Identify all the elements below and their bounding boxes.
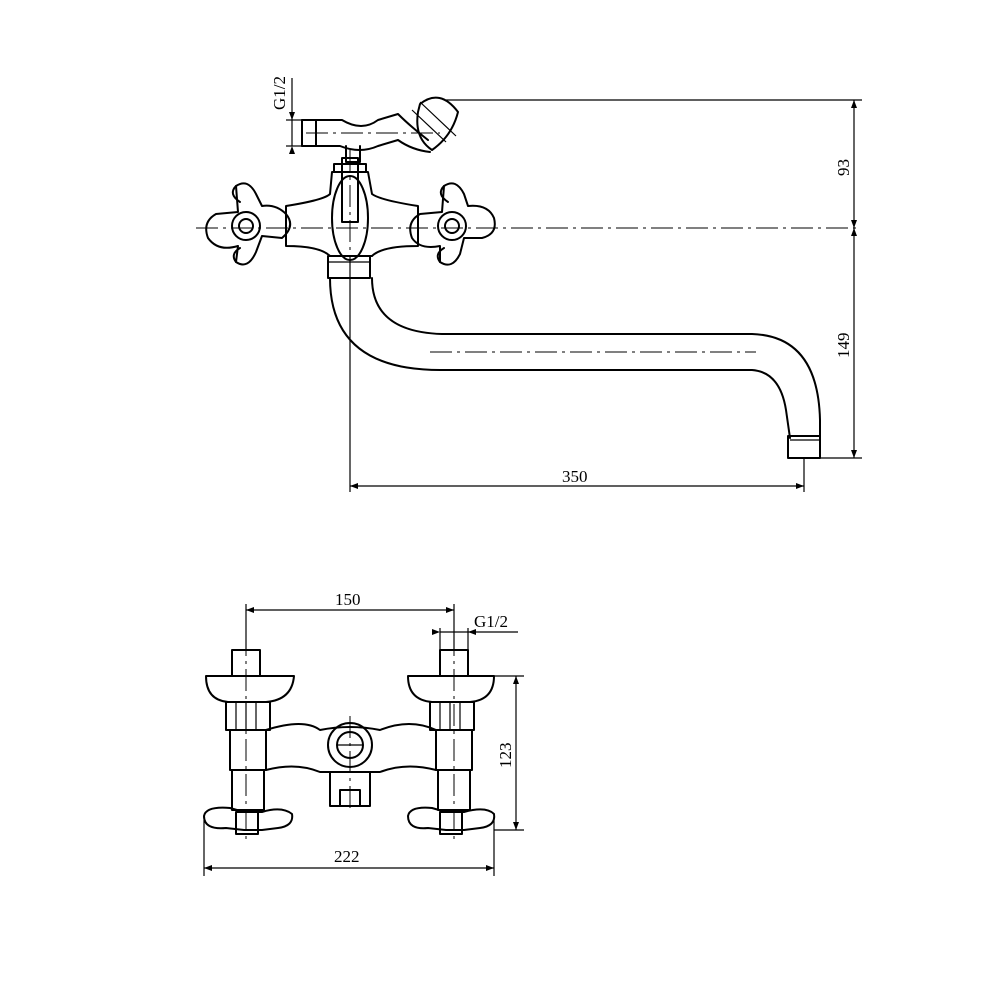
dim-inlet-spacing: 150 [335,590,361,609]
dim-spout-reach: 350 [562,467,588,486]
thread-label-top: G1/2 [270,76,289,110]
thread-label-front: G1/2 [474,612,508,631]
dim-spout-height: 149 [834,333,853,359]
dim-front-height: 123 [496,743,515,769]
right-connector [407,649,495,731]
reach-dimension: 350 [349,256,805,492]
front-right-handle [407,806,496,835]
height-dimensions-right: 93 149 [446,99,862,459]
dim-top-height: 93 [834,159,853,176]
diverter-outlet [301,96,459,163]
front-left-handle [203,806,294,835]
front-height-dimension: 123 [494,675,524,831]
thread-dimension-top: G1/2 [270,76,302,154]
front-body [229,722,473,811]
left-cross-handle [205,182,292,266]
right-cross-handle [409,182,496,266]
front-view: 150 G1/2 123 222 [203,590,524,876]
inlet-spacing-dimension: 150 [245,590,455,650]
dim-overall-width: 222 [334,847,360,866]
thread-dimension-front: G1/2 [432,612,518,650]
overall-width-dimension: 222 [203,820,495,876]
left-connector [205,649,295,731]
spout [329,277,821,459]
mixer-body [285,157,419,279]
side-view: G1/2 93 149 350 [196,76,862,492]
